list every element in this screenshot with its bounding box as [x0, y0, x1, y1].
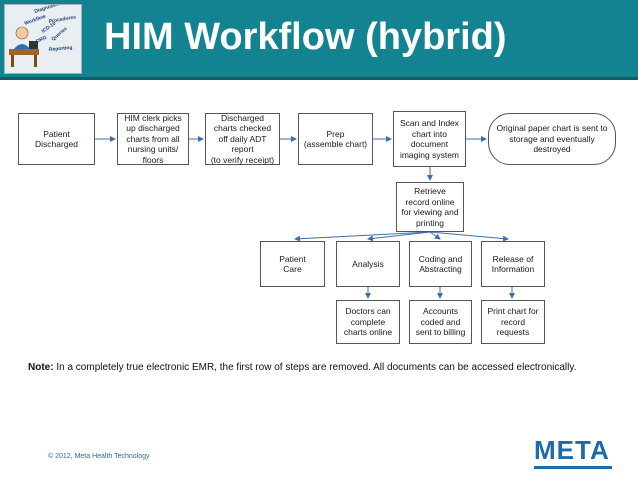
logo-word: DRG — [35, 35, 48, 45]
step-release-of-information: Release of Information — [481, 241, 545, 287]
step-him-clerk-pickup: HIM clerk picks up discharged charts fro… — [117, 113, 189, 165]
logo-word: Reporting — [49, 45, 73, 53]
step-paper-chart-storage: Original paper chart is sent to storage … — [488, 113, 616, 165]
step-coding-abstracting: Coding and Abstracting — [409, 241, 472, 287]
step-accounts-coded-billing: Accounts coded and sent to billing — [409, 300, 472, 344]
arrow-retrieve-to-analysis — [367, 231, 431, 242]
banner-divider — [0, 77, 638, 80]
step-patient-discharged: Patient Discharged — [18, 113, 95, 165]
arrow-retrieve-to-patient-care — [294, 231, 431, 242]
step-print-chart-requests: Print chart for record requests — [481, 300, 545, 344]
step-doctors-complete-charts: Doctors can complete charts online — [336, 300, 400, 344]
meta-health-logo: META — [534, 435, 610, 465]
step-checked-off-adt: Discharged charts checked off daily ADT … — [205, 113, 280, 165]
footnote-label: Note: — [28, 362, 54, 373]
copyright-text: © 2012, Meta Health Technology — [48, 453, 150, 460]
step-prep-assemble: Prep (assemble chart) — [298, 113, 373, 165]
logo-word: Procedures — [48, 14, 76, 25]
meta-logo-underline — [534, 466, 612, 469]
arrow-retrieve-to-release — [429, 231, 509, 242]
footnote: Note: In a completely true electronic EM… — [28, 360, 618, 376]
step-analysis: Analysis — [336, 241, 400, 287]
step-retrieve-record-online: Retrieve record online for viewing and p… — [396, 182, 464, 232]
footnote-text: In a completely true electronic EMR, the… — [53, 362, 577, 373]
title-banner — [0, 0, 638, 77]
step-scan-and-index: Scan and Index chart into document imagi… — [393, 111, 466, 167]
step-patient-care: Patient Care — [260, 241, 325, 287]
arrow-retrieve-to-coding — [429, 231, 441, 240]
page-title: HIM Workflow (hybrid) — [104, 16, 507, 58]
